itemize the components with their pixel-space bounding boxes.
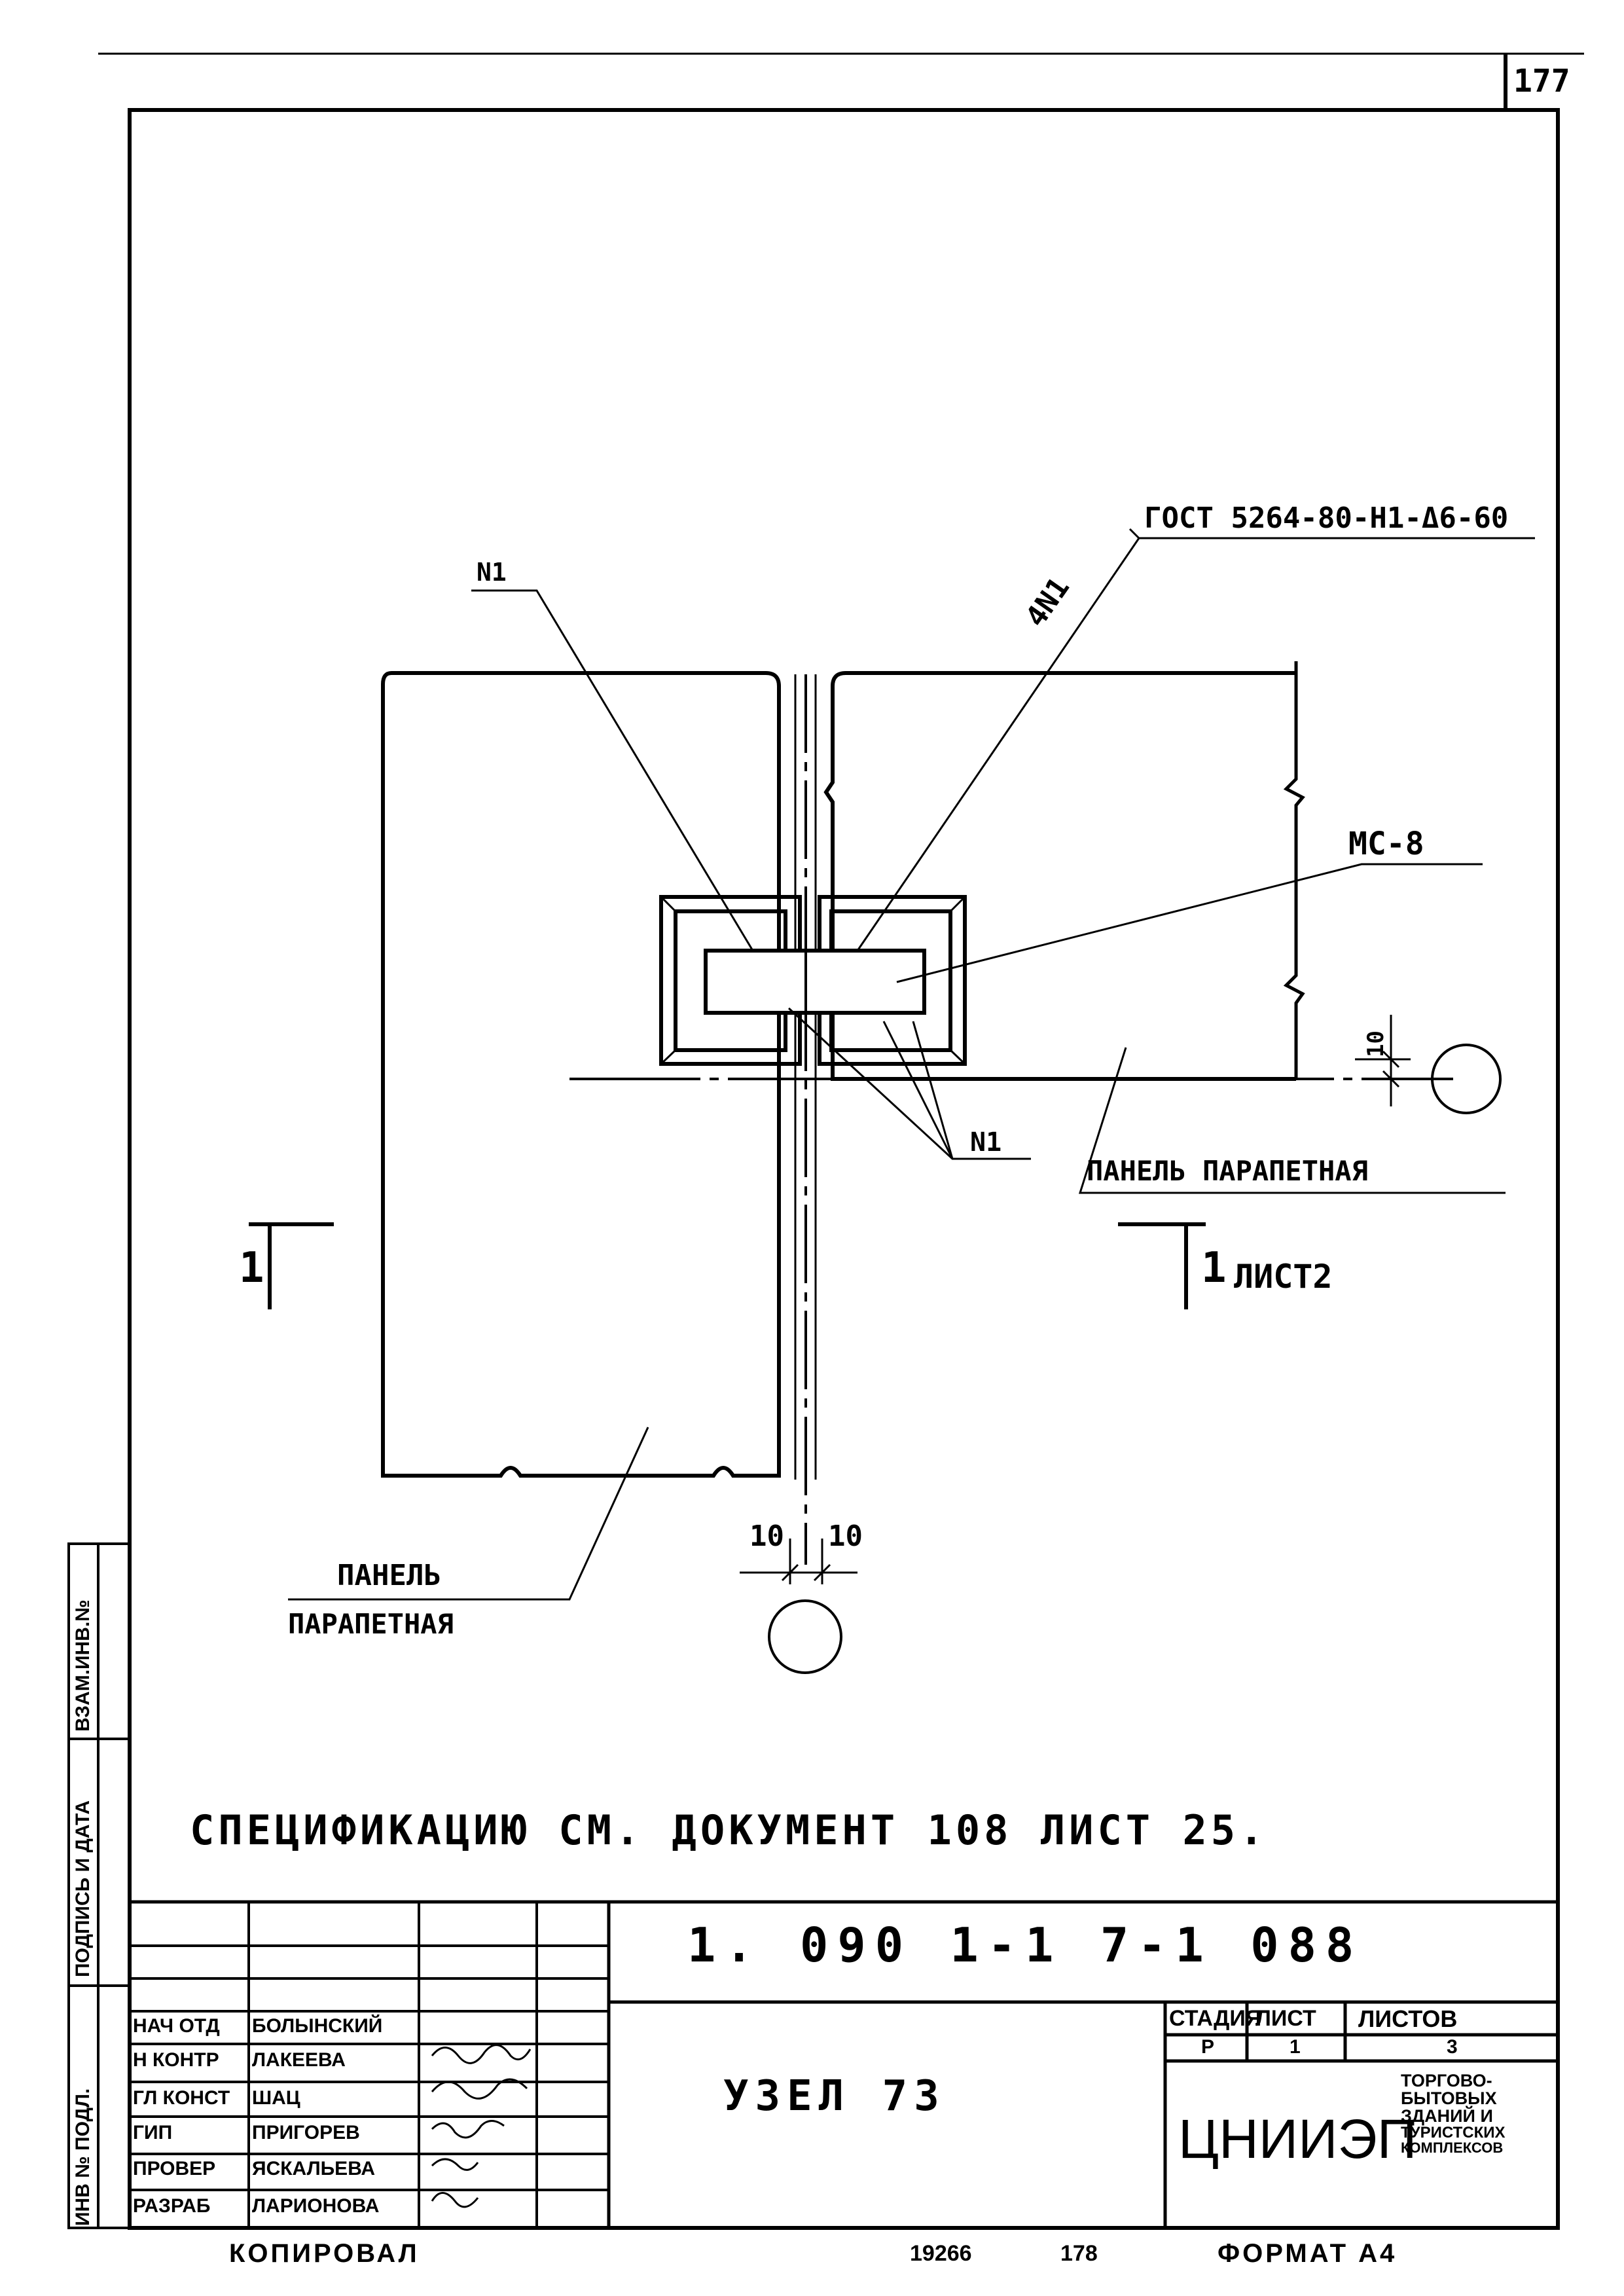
dimension-vertical-10	[1355, 1015, 1411, 1106]
signature-name: ЛАКЕЕВА	[252, 2049, 346, 2071]
signature-role: НАЧ ОТД	[133, 2015, 220, 2037]
document-code: 1. 090 1-1 7-1 088	[687, 1918, 1363, 1973]
footer-number-2: 178	[1060, 2241, 1098, 2266]
signature-name: ЛАРИОНОВА	[252, 2195, 380, 2217]
side-stamp-vzam-inv: ВЗАМ.ИНВ.№	[72, 1599, 94, 1732]
callout-n1-bottom: N1	[970, 1127, 1002, 1157]
side-stamp-grid	[67, 1542, 131, 2229]
organization-subtitle: ТОРГОВО- БЫТОВЫХ ЗДАНИЙ И ТУРИСТСКИХ КОМ…	[1401, 2072, 1555, 2155]
copied-label: КОПИРОВАЛ	[229, 2239, 420, 2268]
org-subtitle-line: ТОРГОВО-	[1401, 2071, 1492, 2090]
section-mark-right	[1118, 1222, 1206, 1309]
signature-role: ПРОВЕР	[133, 2158, 216, 2179]
dimension-horizontal-10-10	[740, 1539, 857, 1584]
stage-header: СТАДИЯ	[1169, 2006, 1262, 2031]
sheets-header: ЛИСТОВ	[1358, 2005, 1458, 2032]
sheet-header: ЛИСТ	[1255, 2006, 1316, 2031]
org-subtitle-line: КОМПЛЕКСОВ	[1401, 2140, 1504, 2156]
sheets-value: 3	[1447, 2036, 1458, 2058]
signature-name: ШАЦ	[252, 2087, 300, 2109]
side-stamp-signature-date: ПОДПИСЬ И ДАТА	[72, 1800, 94, 1977]
section-mark-right-label: 1	[1201, 1244, 1227, 1292]
signature-role: ГИП	[133, 2122, 173, 2143]
org-subtitle-line: БЫТОВЫХ	[1401, 2088, 1497, 2108]
leader-panel-left	[288, 1427, 649, 1601]
format-label: ФОРМАТ А4	[1218, 2239, 1398, 2268]
leader-panel-right	[1078, 1047, 1506, 1194]
signature-role: ГЛ КОНСТ	[133, 2087, 230, 2109]
right-parapet-panel	[823, 671, 1296, 1081]
section-mark-left-label: 1	[239, 1244, 264, 1292]
section-mark-right-sheet: ЛИСТ2	[1234, 1258, 1333, 1296]
callout-mc8: МС-8	[1348, 826, 1424, 862]
axis-bubble-bottom	[768, 1599, 842, 1674]
leader-n1-bottom-b	[882, 1021, 954, 1159]
callout-panel-left-line2: ПАРАПЕТНАЯ	[288, 1608, 454, 1640]
signatures-handwritten	[431, 2044, 532, 2208]
signature-table-grid	[130, 1902, 609, 2228]
dimension-label-right: 10	[828, 1520, 863, 1553]
drawing-title: УЗЕЛ 73	[723, 2072, 946, 2121]
leader-mc8	[896, 863, 1483, 983]
callout-panel-left-line1: ПАНЕЛЬ	[337, 1559, 441, 1592]
leader-gost	[856, 537, 1535, 951]
signature-role: РАЗРАБ	[133, 2195, 211, 2217]
dimension-label-left: 10	[749, 1520, 784, 1553]
axis-bubble-right	[1431, 1044, 1502, 1114]
signature-name: ЯСКАЛЬЕВА	[252, 2158, 376, 2179]
signature-name: БОЛЫНСКИЙ	[252, 2015, 383, 2037]
callout-gost: ГОСТ 5264-80-Н1-Δ6-60	[1144, 501, 1509, 535]
organization-name: ЦНИИЭП	[1178, 2108, 1417, 2170]
signature-role: Н КОНТР	[133, 2049, 219, 2071]
left-parapet-panel	[381, 671, 781, 1478]
org-subtitle-line: ТУРИСТСКИХ	[1401, 2124, 1506, 2141]
callout-n1-top: N1	[477, 558, 507, 587]
main-frame	[128, 108, 1560, 2230]
title-block-grid	[130, 1900, 1558, 2228]
org-subtitle-line: ЗДАНИЙ И	[1401, 2106, 1493, 2126]
side-stamp-inv-podl: ИНВ № ПОДЛ.	[72, 2088, 94, 2226]
leader-n1-top	[471, 589, 754, 951]
footer-number-1: 19266	[910, 2241, 972, 2266]
dimension-label-vertical: 10	[1363, 1030, 1389, 1057]
right-panel-break-line	[1283, 661, 1305, 1079]
page-number: 177	[1513, 63, 1570, 100]
specification-note: СПЕЦИФИКАЦИЮ СМ. ДОКУМЕНТ 108 ЛИСТ 25.	[190, 1806, 1268, 1854]
sheet-value: 1	[1290, 2036, 1301, 2058]
signature-name: ПРИГОРЕВ	[252, 2122, 360, 2143]
section-mark-left	[249, 1222, 334, 1309]
connecting-plate-mc8	[704, 949, 926, 1015]
stage-value: Р	[1201, 2036, 1215, 2058]
callout-panel-right: ПАНЕЛЬ ПАРАПЕТНАЯ	[1087, 1155, 1368, 1187]
leader-n1-bottom-c	[912, 1021, 954, 1159]
